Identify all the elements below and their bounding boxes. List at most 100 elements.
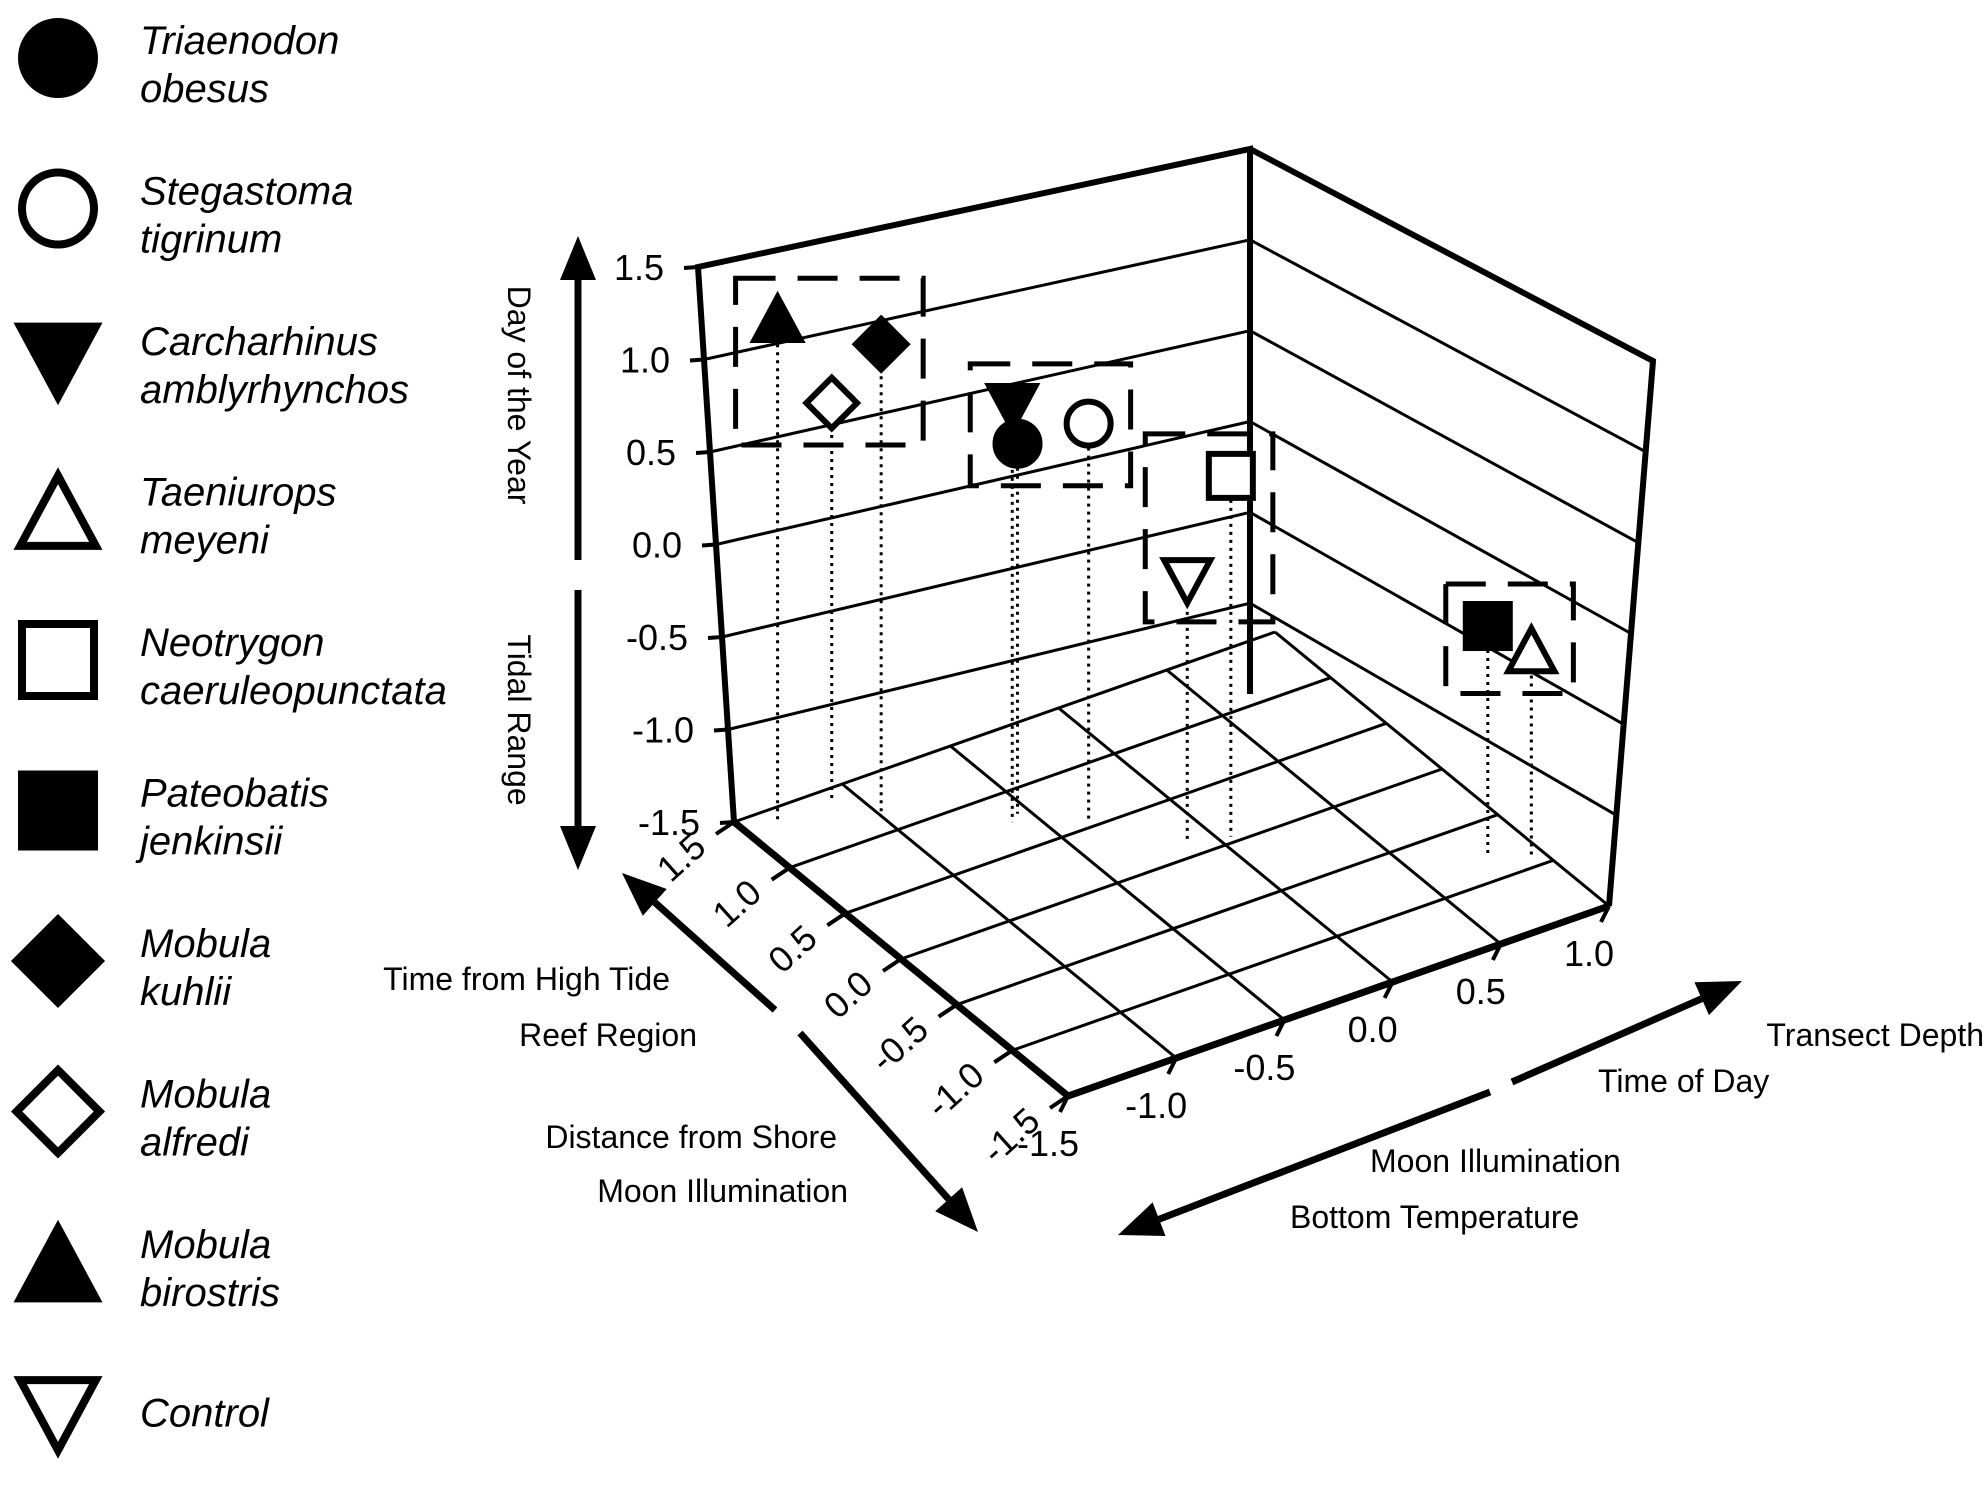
right-depth-arrow-lower [1118,1088,1492,1237]
legend-label: Neotrygon [140,621,325,665]
left-depth-axis-label: Time from High Tide [383,961,670,997]
floor-grid-line [949,744,1286,1022]
vertical-tick-label: 1.5 [614,247,664,288]
arrow-shaft [1157,1088,1492,1223]
legend-marker-triangle-down-filled [13,322,103,406]
point-circle-filled [992,418,1043,469]
arrow-head [1694,981,1742,1016]
vertical-axis-arrow-down [560,590,596,870]
left-depth-tick-label: 0.5 [760,917,825,981]
left-depth-axis-label: Reef Region [519,1017,697,1053]
right-depth-tick-label: -1.5 [1017,1123,1079,1164]
wall-grid-line [709,329,1251,454]
legend-label: alfredi [140,1121,250,1165]
right-depth-axis-label: Time of Day [1598,1063,1769,1099]
left-depth-axis-label: Distance from Shore [545,1119,837,1155]
vertical-tick-label: 0.0 [632,525,682,566]
vertical-axis-label: Day of the Year [501,286,537,505]
wall-grid-line [721,510,1251,639]
legend-label: Taeniurops [140,471,336,515]
vertical-axis-label: Tidal Range [501,634,537,805]
vertical-axis-arrow-up [560,236,596,560]
legend-marker-square-filled [18,770,98,851]
wall-grid-line [1249,329,1640,544]
legend-label: tigrinum [140,218,282,262]
point-square-filled [1462,601,1513,652]
legend-marker-triangle-up-open [13,467,103,550]
floor-grid-line [900,767,1443,961]
legend-marker-square-open [18,620,98,700]
vertical-tick-label: -1.0 [632,710,694,751]
vertical-tick [695,450,711,455]
legend-label: jenkinsii [135,820,283,864]
legend-label: Control [140,1392,270,1436]
legend-marker-circle-filled [18,18,98,98]
right-depth-tick-label: 1.0 [1564,933,1614,974]
floor-grid-line [1165,668,1502,946]
legend-label: amblyrhynchos [140,368,409,412]
wall-grid-line [1249,511,1625,726]
legend-marker-diamond-open [10,1064,106,1159]
legend: TriaenodonobesusStegastomatigrinumCarcha… [10,18,447,1459]
legend-label: meyeni [140,519,270,563]
vertical-tick [713,727,729,733]
legend-label: Mobula [140,1073,271,1117]
arrow-head [935,1187,978,1232]
drop-lines [776,320,1533,858]
left-depth-tick [714,820,736,836]
legend-label: Mobula [140,922,271,966]
vertical-tick [701,542,717,548]
arrow-shaft [797,1030,952,1202]
vertical-tick [689,357,705,363]
legend-label: birostris [140,1271,280,1315]
left-depth-tick-label: 0.0 [816,962,881,1026]
left-depth-tick [993,1048,1014,1064]
point-triangle-down-filled [984,383,1041,436]
left-depth-arrow-upper [622,873,778,1013]
tick-labels: 1.51.00.50.0-0.5-1.0-1.51.51.00.50.0-0.5… [614,247,1614,1171]
legend-marker-triangle-up-filled [13,1219,103,1303]
right-depth-axis-label: Moon Illumination [1370,1143,1621,1179]
legend-label: caeruleopunctata [140,669,447,713]
cluster-box [1443,581,1576,696]
right-depth-axis-label: Transect Depth [1766,1017,1984,1053]
arrow-head [622,873,667,916]
legend-label: kuhlii [140,970,232,1014]
wall-grid-line [1249,238,1647,454]
floor-grid [733,630,1610,1098]
legend-marker-triangle-down-open [13,1376,103,1459]
right-depth-tick-label: 0.5 [1456,971,1506,1012]
legend-label: Triaenodon [140,19,339,63]
wall-grid-line [1249,601,1618,817]
point-diamond-open [802,373,862,433]
left-depth-tick-label: 1.0 [704,871,769,935]
left-depth-tick-label: -1.0 [918,1054,992,1126]
point-circle-open [1063,398,1114,449]
legend-label: Mobula [140,1223,271,1267]
legend-marker-circle-open [18,168,98,249]
left-depth-tick [826,911,847,927]
right-depth-tick [1382,981,1395,999]
point-square-open [1205,450,1256,501]
right-depth-tick [1491,943,1503,961]
right-depth-tick [1166,1057,1178,1075]
right-depth-tick-label: 0.0 [1348,1009,1398,1050]
right-depth-arrow-upper [1510,981,1742,1086]
vertical-tick-label: 1.0 [620,340,670,381]
left-depth-tick [881,957,903,973]
left-depth-tick-label: -0.5 [862,1008,936,1080]
legend-label: Pateobatis [140,772,329,816]
arrow-shaft [652,899,778,1013]
right-depth-axis-label: Bottom Temperature [1290,1199,1579,1235]
